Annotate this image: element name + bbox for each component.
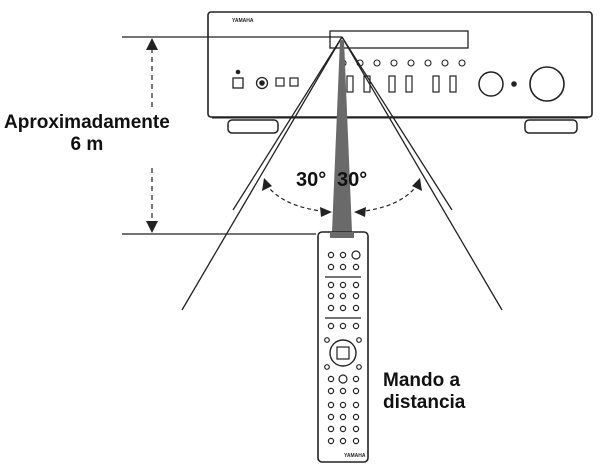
remote-label-line1: Mando a xyxy=(383,370,461,391)
remote-control: YAMAHA xyxy=(317,231,369,463)
volume-knob xyxy=(529,66,565,102)
remote-ir-window xyxy=(330,232,354,238)
amplifier-foot-right xyxy=(524,119,578,134)
amplifier-body xyxy=(207,11,593,118)
selector-knob xyxy=(478,71,504,97)
coverage-lines xyxy=(181,36,503,311)
remote-buttons xyxy=(324,250,362,445)
angle-label-right: 30° xyxy=(337,169,368,191)
distance-label-line2: 6 m xyxy=(70,133,104,155)
power-button xyxy=(232,77,244,89)
distance-label: Aproximadamente 6 m xyxy=(4,112,170,156)
infrared-beam xyxy=(332,40,352,232)
amplifier-display xyxy=(329,30,469,49)
angle-label-left: 30° xyxy=(296,169,327,191)
amplifier-logo: YAMAHA xyxy=(232,18,254,24)
remote-label: Mando a distancia xyxy=(383,370,465,414)
distance-label-line1: Aproximadamente xyxy=(4,112,170,133)
amplifier-foot-left xyxy=(227,119,279,134)
remote-logo: YAMAHA xyxy=(344,453,366,459)
distance-guides xyxy=(122,36,342,235)
angle-arcs xyxy=(262,178,422,217)
amplifier-unit: YAMAHA xyxy=(207,11,593,134)
remote-label-line2: distancia xyxy=(383,391,466,413)
